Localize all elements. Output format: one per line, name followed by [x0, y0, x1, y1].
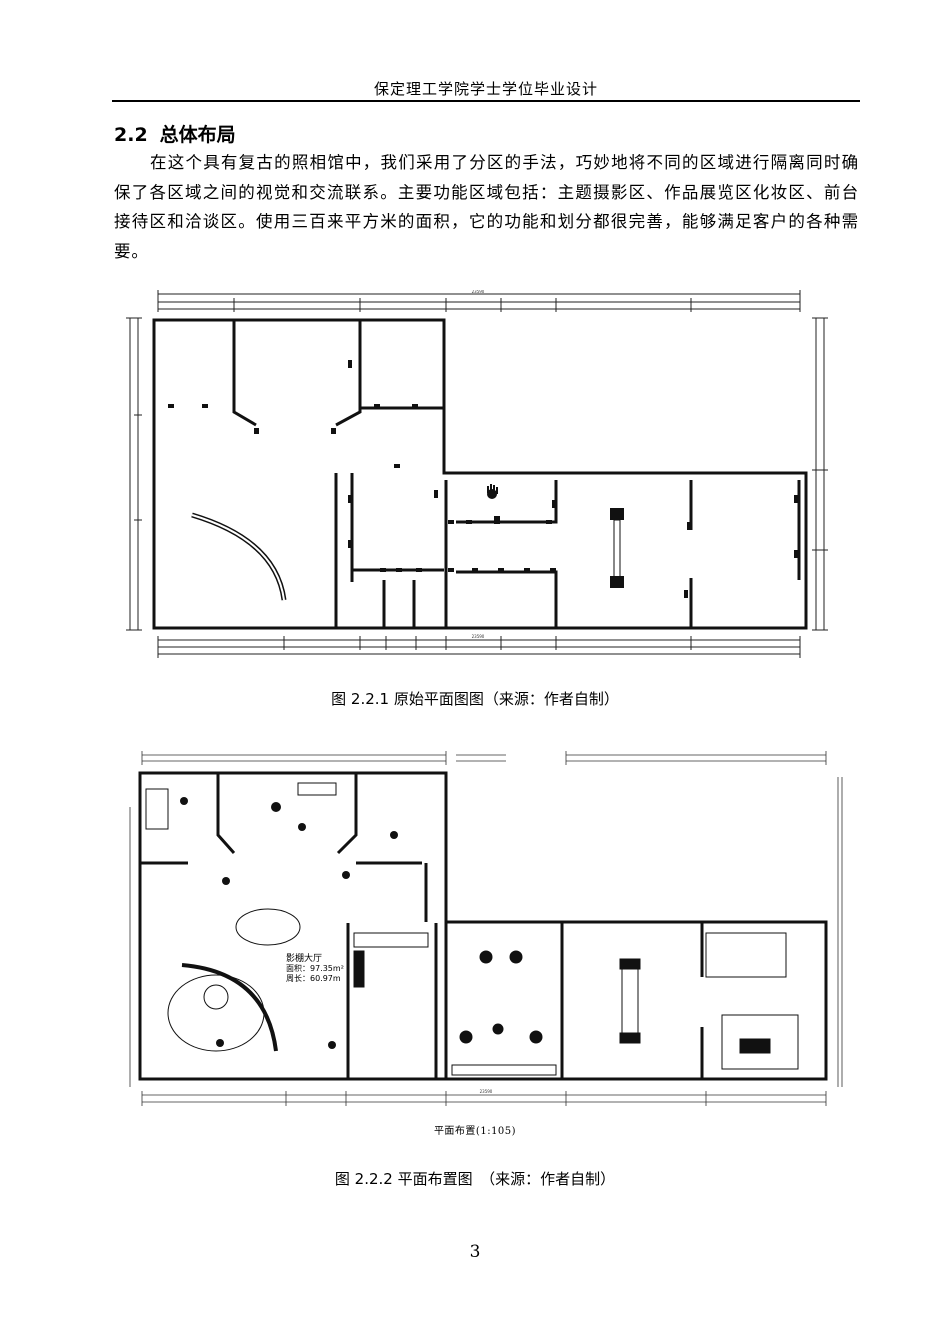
hand-icon	[487, 484, 498, 499]
fig1-total-dimension: 23590	[472, 290, 485, 294]
original-floor-plan: 23590 23590	[126, 289, 828, 666]
section-heading: 2.2 总体布局	[114, 120, 236, 147]
fig1-total-dimension-bottom: 23590	[472, 634, 485, 639]
fig2-total-dimension: 23590	[480, 1089, 493, 1094]
page-number: 3	[469, 1242, 481, 1262]
figure2-scale-note: 平面布置(1:105)	[433, 1126, 517, 1137]
section-number: 2.2	[114, 124, 148, 146]
header-rule	[112, 100, 860, 102]
plant-icon	[180, 797, 398, 1049]
hall-area: 面积：97.35m²	[286, 963, 344, 973]
section-title-text: 总体布局	[159, 124, 236, 146]
page-header: 保定理工学院学士学位毕业设计	[373, 80, 598, 98]
body-paragraph: 在这个具有复古的照相馆中，我们采用了分区的手法，巧妙地将不同的区域进行隔离同时确…	[114, 153, 859, 261]
figure2-caption: 图 2.2.2 平面布置图 （来源：作者自制）	[334, 1170, 616, 1188]
furnished-floor-plan: 23590	[126, 747, 850, 1127]
hall-name: 影棚大厅	[286, 952, 322, 964]
display-stand	[610, 508, 624, 588]
figure1-caption: 图 2.2.1 原始平面图图（来源：作者自制）	[331, 690, 619, 708]
hall-perimeter: 周长：60.97m	[286, 973, 341, 983]
